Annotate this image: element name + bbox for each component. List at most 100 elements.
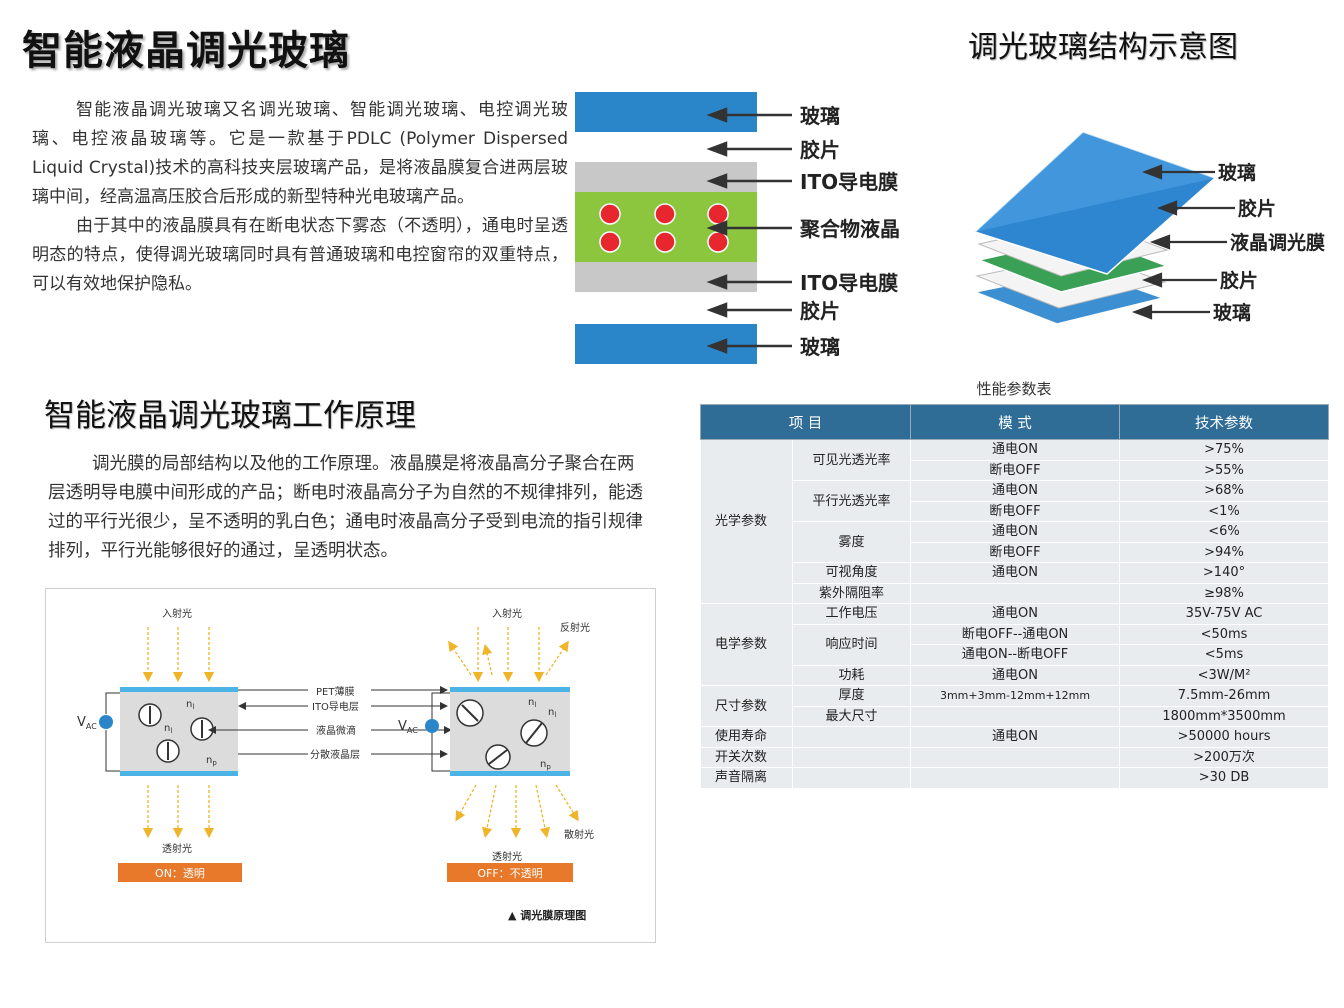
np-label-off: np bbox=[540, 759, 551, 771]
group-cell: 开关次数 bbox=[700, 746, 793, 768]
item-cell: 功耗 bbox=[791, 664, 912, 686]
cross-label-film-top: 胶片 bbox=[800, 138, 840, 162]
lc-droplet bbox=[654, 203, 676, 225]
exploded-label-film-bottom: 胶片 bbox=[1220, 269, 1258, 292]
group-cell: 尺寸参数 bbox=[700, 685, 793, 727]
exploded-label-film-top: 胶片 bbox=[1238, 197, 1276, 220]
page-title: 智能液晶调光玻璃 bbox=[22, 28, 350, 74]
table-row: 使用寿命 通电ON >50000 hours bbox=[700, 726, 1330, 748]
value-cell: 35V-75V AC bbox=[1119, 603, 1330, 625]
lc-layer-on bbox=[120, 687, 238, 775]
mode-cell: 3mm+3mm-12mm+12mm bbox=[910, 685, 1121, 707]
mode-cell: 通电ON bbox=[910, 439, 1121, 461]
exploded-label-glass-top: 玻璃 bbox=[1218, 161, 1256, 184]
intro-text: 智能液晶调光玻璃又名调光玻璃、智能调光玻璃、电控调光玻璃、电控液晶玻璃等。它是一… bbox=[32, 96, 568, 332]
table-row: 光学参数 可见光透光率 通电ON >75% bbox=[700, 439, 1330, 604]
table-row: 电学参数 工作电压 通电ON 35V-75V AC bbox=[700, 603, 1330, 686]
mode-cell: 通电ON bbox=[910, 603, 1121, 625]
item-cell: 紫外隔阻率 bbox=[791, 582, 912, 604]
film-layer-top bbox=[575, 162, 757, 192]
principle-diagram: 入射光 nl nl np VAC 透射光 ON：透明 PET薄膜 ITO导电层 … bbox=[77, 607, 594, 922]
table-row: 断电OFF <1% bbox=[701, 500, 1330, 522]
mode-cell: 通电ON bbox=[910, 521, 1121, 543]
mode-cell: 断电OFF bbox=[910, 500, 1121, 522]
lc-droplet bbox=[599, 231, 621, 253]
transmitted-light-label-right: 透射光 bbox=[492, 850, 522, 863]
mode-cell bbox=[910, 705, 1121, 727]
header-mode: 模 式 bbox=[910, 404, 1121, 440]
lc-droplet-label: 液晶微滴 bbox=[316, 724, 356, 737]
cross-label-ito-bottom: ITO导电膜 bbox=[800, 271, 898, 295]
item-cell bbox=[791, 726, 912, 748]
lc-droplet bbox=[707, 203, 729, 225]
exploded-structure-diagram: 玻璃 胶片 液晶调光膜 胶片 玻璃 bbox=[972, 131, 1325, 325]
principle-caption: ▲ 调光膜原理图 bbox=[508, 908, 586, 922]
lc-droplet bbox=[654, 231, 676, 253]
cross-label-glass-top: 玻璃 bbox=[800, 104, 840, 128]
pet-film-label: PET薄膜 bbox=[316, 685, 354, 698]
off-state-badge bbox=[447, 863, 573, 882]
table-header-row: 项 目 模 式 技术参数 bbox=[699, 404, 1330, 440]
pet-film-top-off bbox=[450, 687, 570, 692]
table-row: 紫外隔阻率 ≥98% bbox=[701, 582, 1330, 604]
item-cell: 响应时间 bbox=[791, 623, 912, 666]
transmitted-light-label-left: 透射光 bbox=[162, 842, 192, 855]
table-row: 声音隔离 >30 DB bbox=[700, 767, 1330, 789]
off-state-label: OFF：不透明 bbox=[477, 867, 542, 880]
mode-cell: 通电ON bbox=[910, 562, 1121, 584]
incident-light-label-right: 入射光 bbox=[492, 607, 522, 620]
value-cell: >55% bbox=[1119, 459, 1330, 481]
lc-droplet bbox=[599, 203, 621, 225]
pet-film-bottom-on bbox=[120, 771, 238, 776]
table-row: 断电OFF >55% bbox=[701, 459, 1330, 481]
pet-film-top-on bbox=[120, 687, 238, 692]
item-cell: 平行光透光率 bbox=[791, 480, 912, 522]
cross-label-ito-top: ITO导电膜 bbox=[800, 170, 898, 194]
exploded-label-lc-film: 液晶调光膜 bbox=[1230, 231, 1325, 254]
item-cell: 可见光透光率 bbox=[791, 439, 912, 481]
value-cell: <6% bbox=[1119, 521, 1330, 543]
nl-label-on-2: nl bbox=[164, 723, 172, 735]
value-cell: >140° bbox=[1119, 562, 1330, 584]
item-cell bbox=[791, 767, 912, 789]
intro-paragraph-2: 由于其中的液晶膜具有在断电状态下雾态（不透明），通电时呈透明态的特点，使得调光玻… bbox=[32, 216, 568, 294]
cross-label-film-bottom: 胶片 bbox=[800, 299, 840, 323]
value-cell: >50000 hours bbox=[1119, 726, 1330, 748]
nl-label-on: nl bbox=[186, 699, 194, 711]
table-row: 功耗 通电ON <3W/M² bbox=[701, 664, 1330, 686]
item-cell: 最大尺寸 bbox=[791, 705, 912, 727]
mode-cell: 通电ON bbox=[910, 664, 1121, 686]
exploded-label-glass-bottom: 玻璃 bbox=[1213, 301, 1251, 324]
mode-cell: 断电OFF bbox=[910, 459, 1121, 481]
incident-light-label-left: 入射光 bbox=[162, 607, 192, 620]
vac-label-off: VAC bbox=[398, 719, 418, 735]
table-row: 尺寸参数 厚度 3mm+3mm-12mm+12mm 7.5mm-26mm bbox=[700, 685, 1330, 727]
mode-cell bbox=[910, 746, 1121, 768]
mode-cell bbox=[910, 767, 1121, 789]
mode-cell: 断电OFF--通电ON bbox=[910, 623, 1121, 645]
table-row: 开关次数 >200万次 bbox=[700, 746, 1330, 768]
working-principle-paragraph: 调光膜的局部结构以及他的工作原理。液晶膜是将液晶高分子聚合在两层透明导电膜中间形… bbox=[48, 454, 643, 561]
header-value: 技术参数 bbox=[1119, 404, 1330, 440]
value-cell: 1800mm*3500mm bbox=[1119, 705, 1330, 727]
structure-diagram-title: 调光玻璃结构示意图 bbox=[968, 30, 1238, 65]
ito-layer-label: ITO导电层 bbox=[312, 700, 359, 713]
table-row: 平行光透光率 通电ON >68% bbox=[701, 480, 1330, 522]
table-row: 雾度 通电ON <6% bbox=[701, 521, 1330, 563]
on-state-badge bbox=[118, 863, 242, 882]
reflected-light-label: 反射光 bbox=[560, 621, 590, 634]
table-row: 通电ON--断电OFF <5ms bbox=[701, 644, 1330, 666]
ac-source-icon bbox=[99, 715, 113, 729]
item-cell bbox=[791, 746, 912, 768]
glass-layer-bottom bbox=[575, 324, 757, 364]
table-row: 最大尺寸 1800mm*3500mm bbox=[701, 705, 1330, 727]
item-cell: 工作电压 bbox=[791, 603, 912, 625]
working-principle-text: 调光膜的局部结构以及他的工作原理。液晶膜是将液晶高分子聚合在两层透明导电膜中间形… bbox=[48, 450, 648, 566]
glass-layer-top bbox=[575, 92, 757, 132]
mode-cell: 通电ON bbox=[910, 480, 1121, 502]
table-row: 可视角度 通电ON >140° bbox=[701, 562, 1330, 584]
item-cell: 雾度 bbox=[791, 521, 912, 563]
on-state-label: ON：透明 bbox=[155, 867, 205, 880]
cross-section-diagram: 玻璃 胶片 ITO导电膜 聚合物液晶 ITO导电膜 胶片 玻璃 bbox=[575, 92, 900, 364]
film-layer-bottom bbox=[575, 262, 757, 292]
